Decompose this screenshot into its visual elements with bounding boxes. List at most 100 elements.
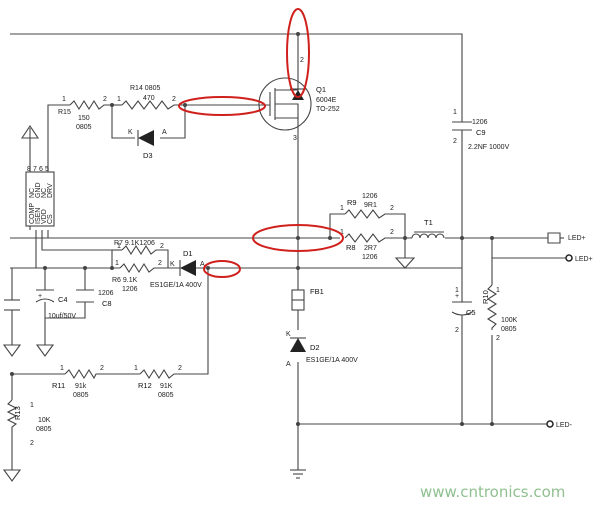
svg-text:6: 6 [39, 166, 43, 173]
svg-text:K: K [170, 261, 175, 268]
r7-label: R7 9.1K1206 [114, 240, 155, 247]
watermark: www.cntronics.com [420, 483, 565, 501]
ground-arrow-left-1 [2, 344, 22, 357]
ic-pin-drv: DRV [47, 183, 54, 198]
q1-part: 6004E [316, 97, 337, 104]
r9-value: 9R1 [364, 202, 377, 209]
r6-size: 1206 [122, 286, 138, 293]
led-minus-label: LED- [556, 422, 573, 429]
resistor-r12: R12 91K 0805 1 2 [134, 365, 182, 399]
ic-pin-nc-1: NC [29, 188, 36, 198]
q1-pin3: 3 [293, 135, 297, 142]
resistor-r15: R15 150 0805 1 2 [58, 96, 110, 131]
r10-ref: R10 [481, 290, 490, 304]
ground-arrow-left-2 [35, 344, 55, 357]
r10-value: 100K [501, 317, 518, 324]
diode-d2: K A D2 ES1GE/1A 400V [286, 331, 358, 368]
svg-text:1: 1 [455, 287, 459, 294]
svg-text:8: 8 [27, 166, 31, 173]
q1-package: TO-252 [316, 106, 340, 113]
resistor-r6: R6 9.1K 1206 1 2 [112, 260, 162, 293]
svg-text:2: 2 [100, 365, 104, 372]
controller-ic: NC GND NC DRV COMP ISEN VDD CS 8 7 6 5 [25, 166, 55, 227]
svg-text:1: 1 [62, 96, 66, 103]
ic-pin-isen: ISEN [35, 208, 42, 224]
d1-part: ES1GE/1A 400V [150, 282, 202, 289]
t1-ref: T1 [424, 218, 433, 227]
led-plus-label-2: LED+ [575, 256, 593, 263]
capacitor-c9: 1206 C9 2.2NF 1000V 1 2 [452, 109, 510, 151]
q1-pin2: 2 [300, 57, 304, 64]
svg-text:1: 1 [453, 109, 457, 116]
c9-size: 1206 [472, 119, 488, 126]
ferrite-fb1: FB1 [291, 287, 324, 311]
ic-pin-gnd: GND [35, 182, 42, 198]
r10-size: 0805 [501, 326, 517, 333]
ground-arrow-left-3 [2, 469, 22, 482]
svg-text:1: 1 [60, 365, 64, 372]
resistor-r8: R8 2R7 1206 1 2 [340, 229, 394, 261]
svg-text:2: 2 [390, 205, 394, 212]
r13-size: 0805 [36, 426, 52, 433]
svg-text:2: 2 [496, 335, 500, 342]
ground-symbol-bottom [290, 469, 306, 479]
r14-label: R14 0805 [130, 85, 160, 92]
r12-size: 0805 [158, 392, 174, 399]
d3-ref: D3 [143, 151, 153, 160]
led-plus-terminal [565, 254, 573, 262]
svg-text:+: + [455, 293, 459, 300]
svg-text:5: 5 [45, 166, 49, 173]
c5-ref: C5 [466, 308, 476, 317]
svg-text:2: 2 [30, 440, 34, 447]
inductor-t1: T1 [411, 218, 445, 239]
r11-value: 91k [75, 383, 87, 390]
resistor-r9: 1206 R9 9R1 1 2 [340, 193, 394, 219]
svg-text:1: 1 [115, 260, 119, 267]
svg-text:7: 7 [33, 166, 37, 173]
svg-text:1: 1 [496, 287, 500, 294]
svg-text:2: 2 [172, 96, 176, 103]
ic-pin-comp: COMP [29, 203, 36, 224]
junctions [10, 32, 494, 426]
highlight-d1-anode [203, 260, 241, 278]
svg-text:1: 1 [30, 402, 34, 409]
svg-text:2: 2 [178, 365, 182, 372]
svg-text:2: 2 [103, 96, 107, 103]
r8-size: 1206 [362, 254, 378, 261]
svg-text:2: 2 [160, 243, 164, 250]
highlight-source-node [252, 224, 344, 252]
resistor-r14: R14 0805 470 1 2 [117, 85, 180, 110]
vcc-arrow-left [20, 125, 40, 139]
r12-value: 91K [160, 383, 173, 390]
capacitor-c8: 1206 C8 [76, 289, 114, 308]
svg-text:1: 1 [134, 365, 138, 372]
d2-ref: D2 [310, 343, 320, 352]
led-plus-label-1: LED+ [568, 235, 586, 242]
svg-text:2: 2 [453, 138, 457, 145]
diode-d1: K A D1 ES1GE/1A 400V [150, 249, 205, 289]
capacitor-left-edge [4, 299, 20, 311]
svg-text:K: K [286, 331, 291, 338]
highlight-drain [286, 8, 310, 98]
capacitor-c4: + C4 10uf/50V [35, 289, 76, 320]
svg-text:1: 1 [117, 96, 121, 103]
ic-pin-nc-2: NC [41, 188, 48, 198]
fb1-ref: FB1 [310, 287, 324, 296]
c4-ref: C4 [58, 295, 68, 304]
resistor-r13: R13 10K 0805 1 2 [6, 399, 52, 447]
r12-ref: R12 [138, 381, 152, 390]
svg-text:K: K [128, 129, 133, 136]
mosfet-q1: 2 3 Q1 6004E TO-252 [258, 57, 340, 142]
c9-value: 2.2NF 1000V [468, 144, 510, 151]
red-highlights [178, 8, 344, 278]
svg-text:1: 1 [340, 205, 344, 212]
c4-value: 10uf/50V [48, 313, 76, 320]
highlight-gate [178, 96, 266, 116]
r13-value: 10K [38, 417, 51, 424]
resistor-r7: R7 9.1K1206 1 2 [114, 240, 164, 256]
resistor-r10: R10 100K 0805 1 2 [481, 284, 518, 342]
svg-text:2: 2 [390, 229, 394, 236]
c8-ref: C8 [102, 299, 112, 308]
r8-value: 2R7 [364, 245, 377, 252]
r9-ref: R9 [347, 198, 357, 207]
